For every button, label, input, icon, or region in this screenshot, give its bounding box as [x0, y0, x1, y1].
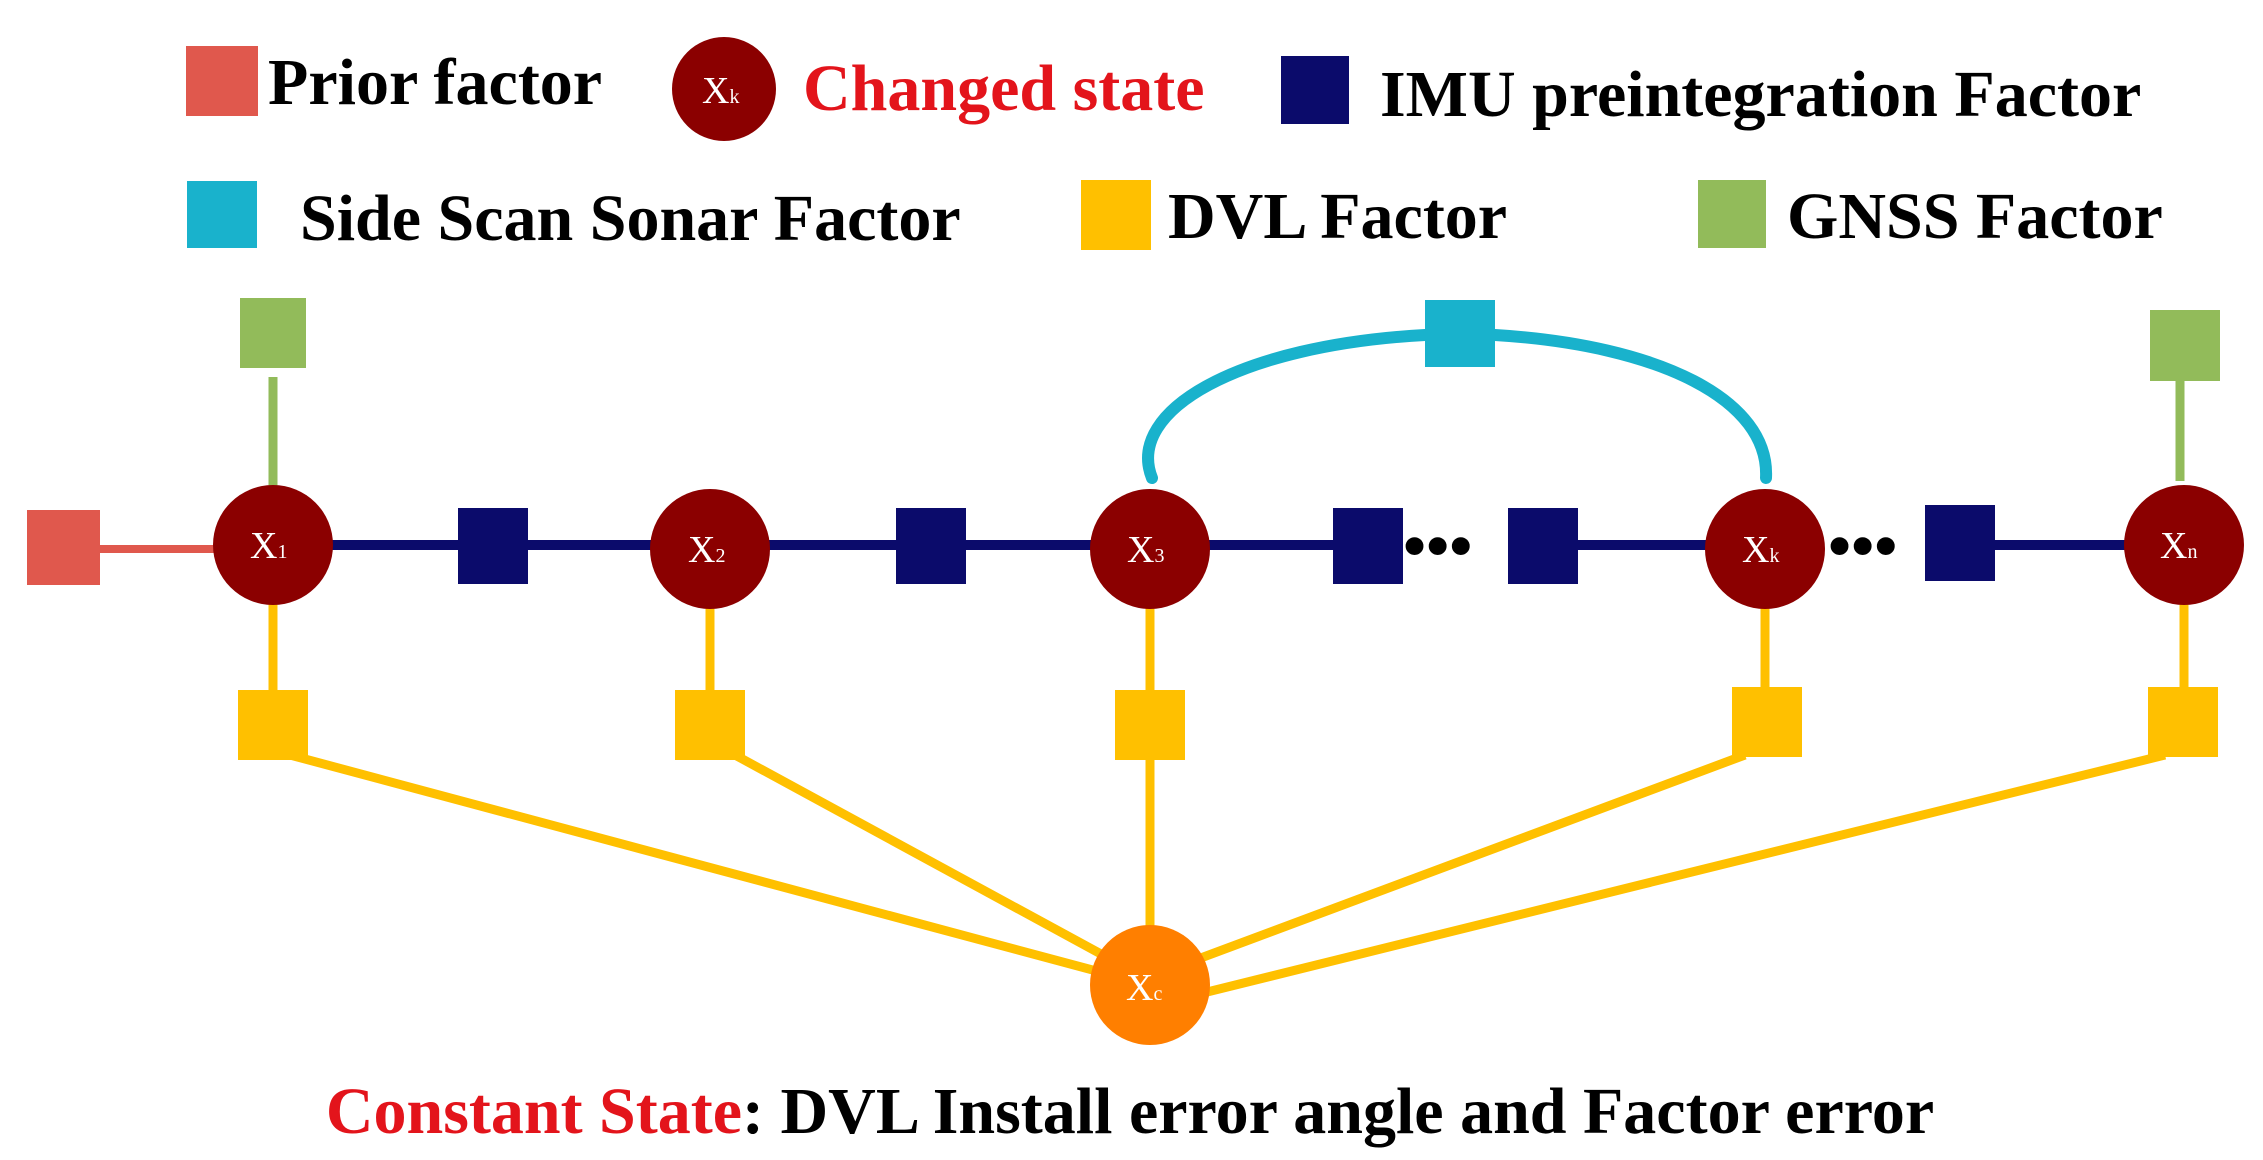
dvl-to-const-k: [1188, 750, 1747, 967]
legend-changed-state-symbol: Xk: [702, 70, 739, 112]
svg-text:Xn: Xn: [2160, 525, 2197, 567]
legend-changed-state-swatch: [672, 37, 776, 141]
gnss-factor-1: [240, 298, 306, 368]
legend-imu-label: IMU preintegration Factor: [1380, 58, 2141, 131]
dvl-to-const-1: [288, 750, 1117, 981]
gnss-factor-n: [2150, 310, 2220, 381]
legend-imu-swatch: [1281, 56, 1349, 124]
state-node-n: Xn: [2124, 485, 2244, 605]
footer-highlight: Constant State: [326, 1075, 742, 1148]
ellipsis-2: •••: [1828, 510, 1897, 583]
svg-text:X1: X1: [250, 525, 287, 567]
state-node-k: Xk: [1705, 489, 1825, 609]
sonar-arc: [1142, 329, 1773, 484]
ellipsis-1: •••: [1403, 510, 1472, 583]
legend-gnss-swatch: [1698, 180, 1766, 248]
legend-changed-state-label: Changed state: [803, 52, 1205, 125]
svg-text:Xc: Xc: [1126, 967, 1162, 1009]
footer-rest: : DVL Install error angle and Factor err…: [742, 1075, 1934, 1148]
imu-factor-2-3: [896, 508, 966, 584]
dvl-to-const-2: [732, 751, 1115, 964]
state-node-2: X2: [650, 489, 770, 609]
imu-factor-3-a: [1333, 508, 1403, 584]
sonar-factor: [1425, 300, 1495, 367]
legend-dvl-swatch: [1081, 180, 1151, 250]
legend-gnss-label: GNSS Factor: [1787, 180, 2163, 253]
dvl-factor-2: [675, 690, 745, 760]
svg-text:Xk: Xk: [1742, 529, 1779, 571]
dvl-factor-3: [1115, 690, 1185, 760]
imu-factor-b-k: [1508, 508, 1578, 584]
legend-prior-label: Prior factor: [268, 46, 602, 119]
svg-text:X3: X3: [1127, 529, 1164, 571]
dvl-to-const-n: [1193, 750, 2167, 1000]
dvl-factor-1: [238, 690, 308, 760]
prior-factor: [27, 510, 100, 585]
svg-text:X2: X2: [688, 529, 725, 571]
legend-prior-swatch: [186, 46, 258, 116]
state-node-3: X3: [1090, 489, 1210, 609]
legend-sonar-swatch: [187, 181, 257, 248]
dvl-factor-n: [2148, 687, 2218, 757]
imu-factor-1-2: [458, 508, 528, 584]
dvl-factor-k: [1732, 687, 1802, 757]
footer-caption: Constant State: DVL Install error angle …: [326, 1075, 1934, 1148]
imu-factor-c-n: [1925, 505, 1995, 581]
legend-dvl-label: DVL Factor: [1168, 180, 1507, 253]
legend-sonar-label: Side Scan Sonar Factor: [300, 182, 961, 255]
state-node-1: X1: [213, 485, 333, 605]
constant-state-node: Xc: [1090, 925, 1210, 1045]
